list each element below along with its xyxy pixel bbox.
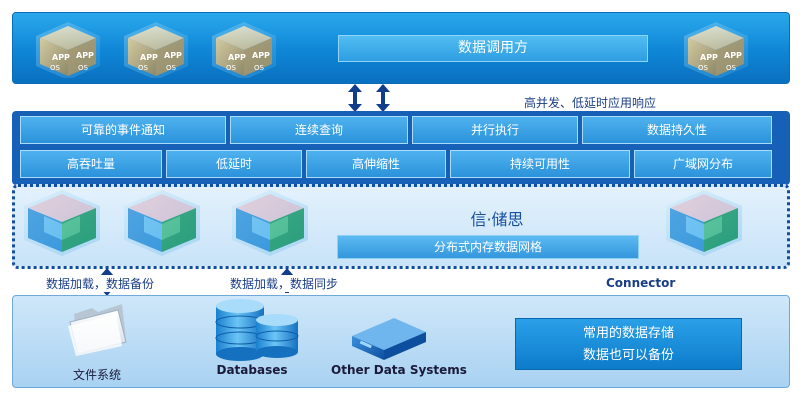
svg-text:OS: OS: [78, 64, 89, 72]
feature-persistence: 数据持久性: [582, 116, 772, 144]
svg-text:OS: OS: [698, 64, 709, 72]
svg-text:OS: OS: [726, 64, 737, 72]
feature-throughput: 高吞吐量: [20, 150, 162, 178]
grid-node-cube-icon: [124, 190, 200, 256]
cube-text-app: APP: [52, 53, 70, 62]
data-consumer-label: 数据调用方: [338, 35, 648, 62]
feature-band: 可靠的事件通知 连续查询 并行执行 数据持久性 高吞吐量 低延时 高伸缩性 持续…: [12, 111, 790, 185]
feature-parallel-exec: 并行执行: [412, 116, 578, 144]
svg-text:OS: OS: [50, 64, 61, 72]
svg-text:APP: APP: [228, 53, 246, 62]
feature-low-latency: 低延时: [166, 150, 302, 178]
feature-continuous-query: 连续查询: [230, 116, 408, 144]
svg-text:APP: APP: [140, 53, 158, 62]
feature-reliable-event: 可靠的事件通知: [20, 116, 226, 144]
svg-text:OS: OS: [138, 64, 149, 72]
app-cube-icon: APP APP OS OS: [684, 22, 748, 78]
grid-title: 信·储思: [470, 210, 524, 229]
feature-wan: 广域网分布: [634, 150, 772, 178]
flow-label-middle: 数据加载，数据同步: [228, 275, 341, 292]
svg-text:APP: APP: [700, 53, 718, 62]
file-system-label: 文件系统: [72, 368, 121, 382]
grid-node-cube-icon: [666, 190, 742, 256]
folder-icon: [68, 304, 127, 356]
storage-note: 常用的数据存储 数据也可以备份: [515, 318, 742, 370]
other-data-systems-label: Other Data Systems: [331, 363, 467, 377]
databases-label: Databases: [216, 363, 288, 377]
app-cube-icon: APP APP OS OS: [212, 22, 276, 78]
svg-text:OS: OS: [166, 64, 177, 72]
storage-drive-icon: [352, 318, 426, 360]
svg-text:APP: APP: [164, 51, 182, 60]
svg-text:APP: APP: [76, 51, 94, 60]
svg-text:OS: OS: [254, 64, 265, 72]
database-icon: [215, 299, 299, 361]
app-cube-icon: APP APP OS OS: [124, 22, 188, 78]
grid-node-cube-icon: [24, 190, 100, 256]
storage-note-line1: 常用的数据存储: [582, 326, 674, 341]
svg-text:OS: OS: [226, 64, 237, 72]
grid-subtitle: 分布式内存数据网格: [337, 235, 639, 259]
bidirectional-arrows-icon: [348, 84, 390, 112]
feature-scalability: 高伸缩性: [306, 150, 446, 178]
concurrency-annotation: 高并发、低延时应用响应: [524, 96, 657, 110]
app-cube-icon: APP APP OS OS: [36, 22, 100, 78]
svg-text:APP: APP: [724, 51, 742, 60]
feature-availability: 持续可用性: [450, 150, 630, 178]
svg-text:APP: APP: [252, 51, 270, 60]
grid-node-cube-icon: [232, 190, 308, 256]
storage-note-line2: 数据也可以备份: [582, 348, 674, 363]
connector-label: Connector: [606, 276, 676, 290]
flow-label-left: 数据加载，数据备份: [44, 275, 157, 292]
